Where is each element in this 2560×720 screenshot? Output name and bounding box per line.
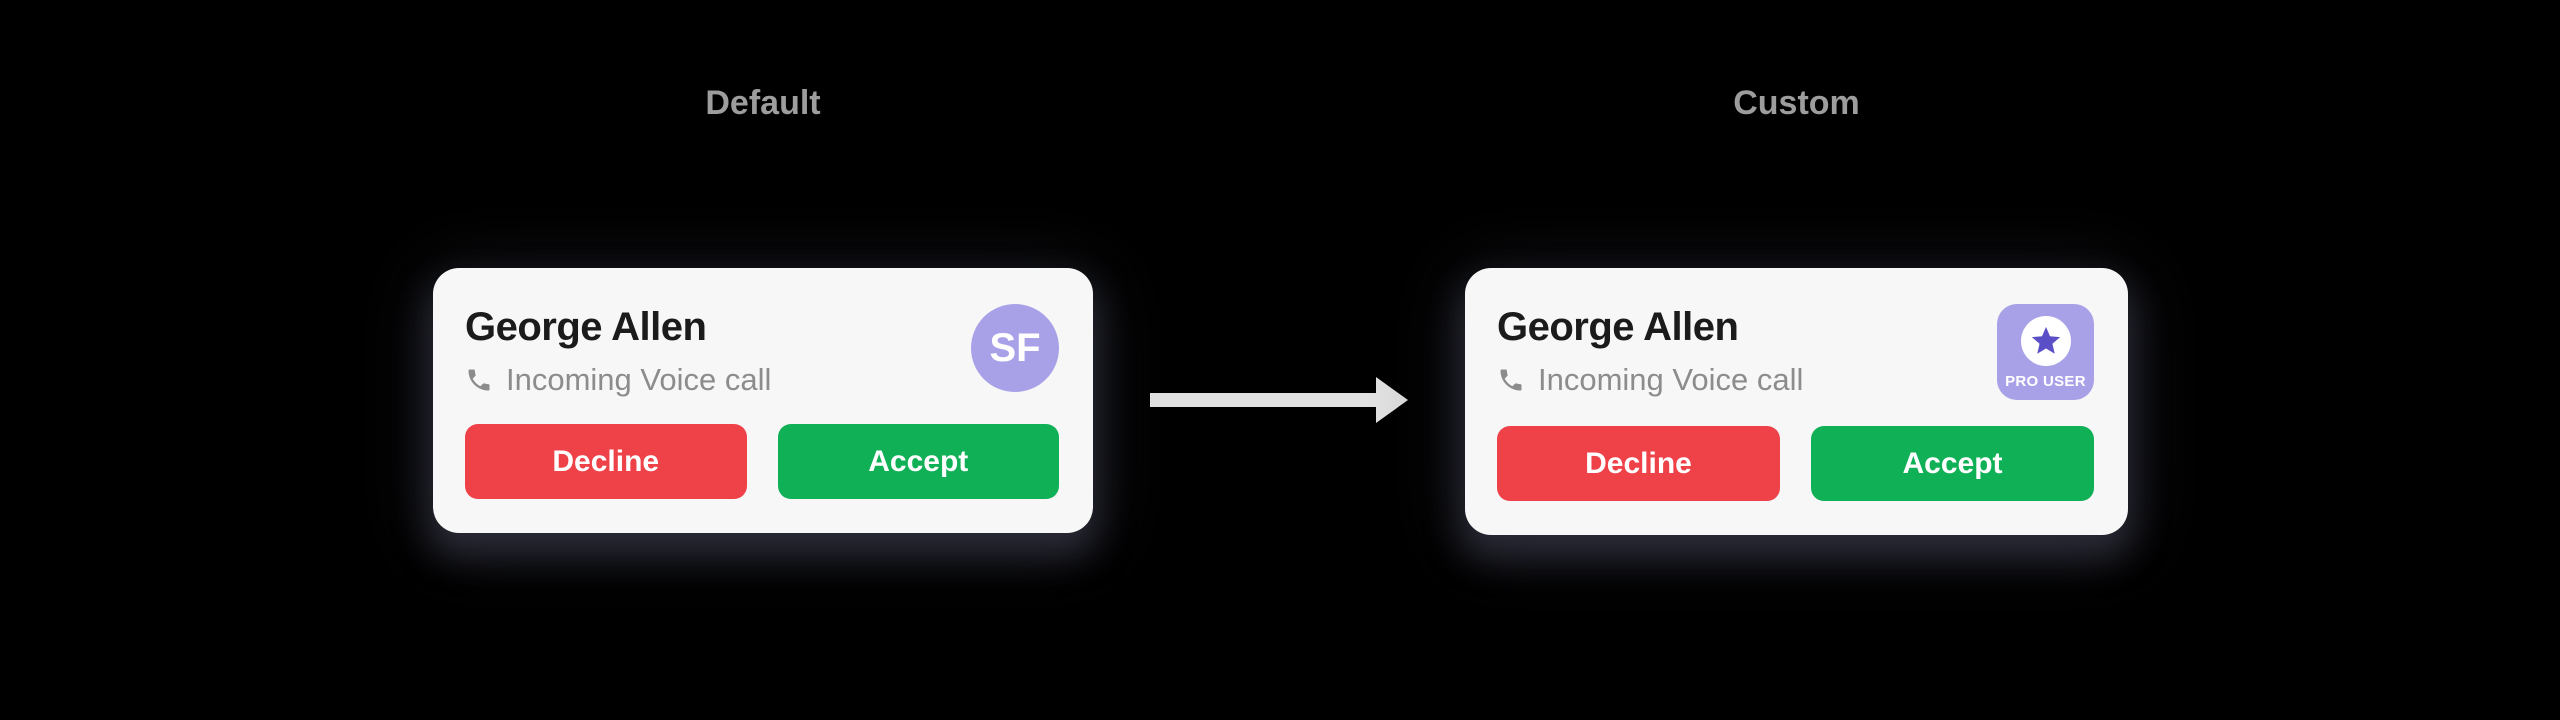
section-custom: Custom George Allen Incoming Voice call (1465, 84, 2128, 535)
decline-button[interactable]: Decline (1497, 426, 1780, 501)
accept-button[interactable]: Accept (1811, 426, 2094, 501)
transition-arrow (1150, 377, 1408, 423)
avatar-initials: SF (989, 325, 1041, 370)
card-header: George Allen Incoming Voice call SF (465, 302, 1059, 398)
phone-icon (468, 369, 490, 391)
arrow-head (1376, 377, 1408, 423)
call-status-text: Incoming Voice call (506, 362, 772, 397)
decline-button[interactable]: Decline (465, 424, 747, 499)
badge-circle (2020, 316, 2071, 366)
phone-icon (1500, 369, 1522, 391)
star-icon (2031, 326, 2060, 354)
caller-info: George Allen Incoming Voice call (465, 302, 771, 398)
accept-button[interactable]: Accept (777, 424, 1059, 499)
card-header: George Allen Incoming Voice call P (1497, 302, 2094, 400)
badge-label: PRO USER (2005, 373, 2086, 390)
section-label-custom: Custom (1733, 84, 1860, 122)
caller-name: George Allen (1497, 305, 1739, 349)
call-notification-card-custom: George Allen Incoming Voice call P (1465, 268, 2128, 535)
section-default: Default George Allen Incoming Voice call… (433, 84, 1093, 533)
call-status-row: Incoming Voice call (465, 362, 771, 398)
call-notification-card-default: George Allen Incoming Voice call SF Decl… (433, 268, 1093, 533)
arrow-shaft (1150, 393, 1378, 407)
caller-info: George Allen Incoming Voice call (1497, 302, 1803, 398)
call-status-text: Incoming Voice call (1538, 362, 1804, 397)
caller-name: George Allen (465, 305, 707, 349)
call-actions: Decline Accept (1497, 426, 2094, 501)
section-label-default: Default (705, 84, 821, 122)
call-actions: Decline Accept (465, 424, 1059, 499)
avatar: SF (971, 304, 1059, 392)
pro-user-badge: PRO USER (1997, 304, 2094, 400)
call-status-row: Incoming Voice call (1497, 362, 1803, 398)
